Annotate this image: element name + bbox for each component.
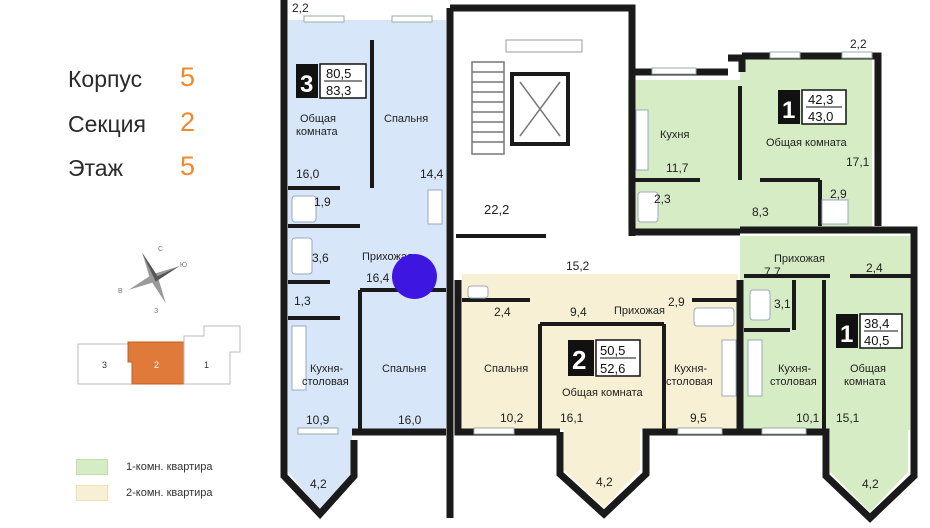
section-label: Секция <box>68 111 146 137</box>
compass-e: В <box>118 288 123 295</box>
apt1-top-bath-small: 2,3 <box>654 192 671 206</box>
apt2-living: Общая комната <box>562 387 644 399</box>
compass-s: Ю <box>180 262 187 269</box>
section-value: 2 <box>180 107 196 137</box>
apt3-bedroom2: Спальня <box>382 363 426 375</box>
legend-two-room: 2-комн. квартира <box>126 487 213 499</box>
apt3-living-area: 16,0 <box>296 167 320 181</box>
stair-area: 22,2 <box>484 202 509 217</box>
apt3-kitchen: Кухня-столовая <box>302 363 349 388</box>
apt1-top-rooms: 1 <box>782 97 795 124</box>
key-plan-section-1[interactable] <box>183 325 241 385</box>
apt3-bath1-area: 1,9 <box>314 195 331 209</box>
apt2-bath1-area: 2,4 <box>494 305 511 319</box>
apt1-bottom-rooms-badge <box>836 314 858 348</box>
apt3-rooms: 3 <box>300 71 313 98</box>
apt1-bottom-hall-area: 7,7 <box>764 265 781 279</box>
apt1-top-area1: 42,3 <box>808 92 833 107</box>
apt1-top-hall-area: 8,3 <box>752 205 769 219</box>
apt2-living-area: 16,1 <box>560 411 584 425</box>
apt3-rooms-badge <box>296 64 318 98</box>
apt1-bottom-bath-area: 3,1 <box>774 297 791 311</box>
apt3-area1: 80,5 <box>326 66 351 81</box>
building-label: Корпус <box>68 66 143 92</box>
apt3-wc-area: 1,3 <box>294 294 311 308</box>
floor-row: Этаж 5 <box>68 151 195 182</box>
apt3-bath2-area: 3,6 <box>312 251 329 265</box>
apt2-balcony: 4,2 <box>596 475 613 489</box>
apt3-balcony-top: 2,2 <box>292 1 309 15</box>
apt1-top-living-area: 17,1 <box>846 155 870 169</box>
apt2-hall-area: 9,4 <box>570 305 587 319</box>
apt2-bedroom-area: 10,2 <box>500 411 524 425</box>
apt3-bedroom2-area: 16,0 <box>398 413 422 427</box>
apt3-hall-area: 16,4 <box>366 271 390 285</box>
apt1-bottom-kitchen: Кухня-столовая <box>770 363 817 388</box>
apt1-top-bath-area: 2,9 <box>830 187 847 201</box>
floor-label: Этаж <box>68 155 123 181</box>
legend-one-room: 1-комн. квартира <box>126 461 213 473</box>
apt2-bedroom: Спальня <box>484 363 528 375</box>
apt2-kitchen: Кухня-столовая <box>666 363 713 388</box>
apt1-bottom-rooms: 1 <box>840 321 853 348</box>
apt3-area2: 83,3 <box>326 83 351 98</box>
legend-swatch-one-room <box>76 459 108 475</box>
apt2-kitchen-area: 9,5 <box>690 411 707 425</box>
apt1-bottom-area1: 38,4 <box>864 316 889 331</box>
apt2-hall: Прихожая <box>614 305 665 317</box>
apt1-top-rooms-badge <box>778 90 800 124</box>
apt2-rooms-badge <box>568 340 594 376</box>
key-plan: 3 2 1 <box>77 325 241 385</box>
apt1-bottom-area2: 40,5 <box>864 333 889 348</box>
apt3-balcony-bottom: 4,2 <box>310 477 327 491</box>
apt1-bottom-living-area: 15,1 <box>836 411 860 425</box>
apt1-bottom-hall: Прихожая <box>774 253 825 265</box>
section-row: Секция 2 <box>68 107 195 138</box>
apt1-top-area2: 43,0 <box>808 109 833 124</box>
building-value: 5 <box>180 62 196 92</box>
apt1-top-living: Общая комната <box>766 137 848 149</box>
compass-n: С <box>158 246 163 253</box>
apt1-top-kitchen: Кухня <box>660 129 689 141</box>
apt2-bath2-area: 2,9 <box>668 295 685 309</box>
compass-rose-icon: С Ю В З <box>118 246 187 315</box>
corridor-area: 15,2 <box>566 259 590 273</box>
legend-swatch-two-room <box>76 485 108 501</box>
apt3-bedroom1: Спальня <box>384 113 428 125</box>
apt3-kitchen-area: 10,9 <box>306 413 330 427</box>
floor-value: 5 <box>180 151 196 181</box>
apt2-area1: 50,5 <box>600 343 625 358</box>
apt2-rooms: 2 <box>572 345 586 375</box>
apt1-bottom-balcony: 4,2 <box>862 477 879 491</box>
building-row: Корпус 5 <box>68 62 195 93</box>
compass-w: З <box>154 308 158 315</box>
apt1-bottom-kitchen-area: 10,1 <box>796 411 820 425</box>
key-plan-label-1: 1 <box>204 360 209 370</box>
selection-marker <box>392 254 437 299</box>
apt1-top-kitchen-area: 11,7 <box>666 161 689 175</box>
key-plan-label-2: 2 <box>154 360 159 370</box>
apt2-area2: 52,6 <box>600 361 625 376</box>
key-plan-label-3: 3 <box>102 360 107 370</box>
apt3-bedroom1-area: 14,4 <box>420 167 444 181</box>
apt1-top-balcony: 2,2 <box>850 37 867 51</box>
apt1-bottom-small-area: 2,4 <box>866 261 883 275</box>
